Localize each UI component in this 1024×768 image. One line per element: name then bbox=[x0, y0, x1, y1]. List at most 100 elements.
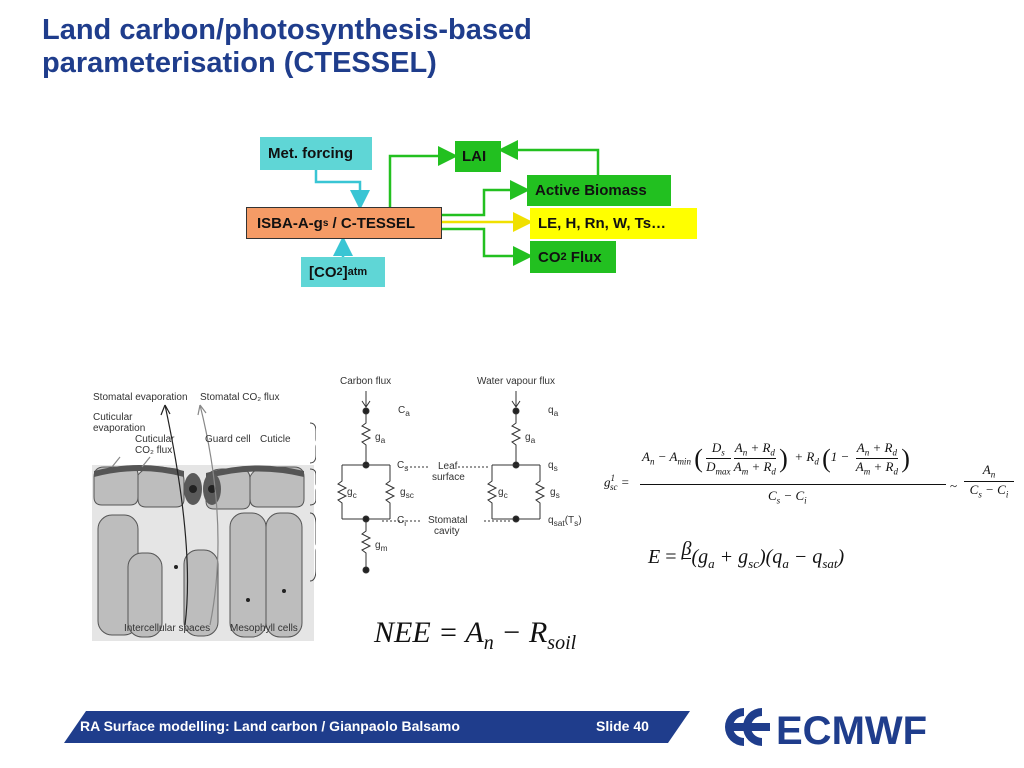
gc-left-symbol: g bbox=[347, 487, 353, 498]
anrd2-rd-sub-2: d bbox=[893, 466, 898, 477]
ds: D bbox=[711, 440, 722, 455]
ca-sub: a bbox=[405, 408, 410, 418]
gs-sub: s bbox=[555, 490, 560, 500]
anrd1-an: A bbox=[734, 440, 743, 455]
water-vapour-flux-label: Water vapour flux bbox=[477, 376, 555, 387]
leaf-surface-label-2: surface bbox=[432, 472, 465, 483]
num-an: A bbox=[642, 449, 650, 465]
co2-flux-sub: 2 bbox=[560, 251, 567, 263]
nee-eq-a: = A bbox=[430, 616, 484, 649]
ci-label: Ci bbox=[397, 515, 406, 528]
stomatal-cavity-label-1: Stomatal bbox=[428, 515, 468, 526]
ci-sub: i bbox=[404, 518, 407, 528]
anrd2-plus-rd: + R bbox=[870, 458, 894, 474]
page-title-line-1: Land carbon/photosynthesis-based bbox=[42, 14, 532, 46]
arrow-met-to-isba bbox=[314, 170, 370, 210]
co2-atm-sub2: atm bbox=[347, 266, 368, 278]
dmax-sub: max bbox=[715, 466, 731, 477]
arrow-isba-to-biomass bbox=[442, 180, 530, 217]
e-ga-sub: a bbox=[708, 556, 715, 572]
page-title-line-2: parameterisation (CTESSEL) bbox=[42, 47, 437, 79]
outputs-label: LE, H, Rn, W, Ts… bbox=[538, 215, 667, 232]
ci-symbol: C bbox=[397, 515, 405, 526]
guard-cell-label: Guard cell bbox=[205, 434, 251, 445]
gsc-lhs-symbol: g bbox=[604, 474, 611, 490]
gs-symbol: g bbox=[550, 487, 556, 498]
approx-fraction: An Cs − Ci bbox=[964, 462, 1014, 499]
co2-atm-prefix: [CO bbox=[309, 263, 337, 281]
stomatal-evaporation-label: Stomatal evaporation bbox=[93, 392, 188, 403]
e-gsc-sub: sc bbox=[748, 556, 759, 572]
gsc-symbol: g bbox=[400, 487, 406, 498]
nee-an-sub: n bbox=[483, 632, 494, 654]
anrd1-plus-rd: + R bbox=[748, 458, 772, 474]
met-forcing-box: Met. forcing bbox=[260, 137, 372, 170]
num-minus: − A bbox=[654, 449, 678, 465]
page-title: Land carbon/photosynthesis-based paramet… bbox=[42, 14, 742, 80]
anrd2-am-sub: m bbox=[863, 466, 871, 477]
num-an-sub: n bbox=[649, 456, 655, 467]
approx-an-sub: n bbox=[990, 469, 996, 480]
cuticular-evaporation-label-2: evaporation bbox=[93, 423, 146, 434]
cs-sub: s bbox=[404, 463, 409, 473]
gm-label: gm bbox=[375, 540, 388, 553]
isba-label-prefix: ISBA-A-g bbox=[257, 214, 323, 232]
e-lhs: E bbox=[648, 546, 661, 569]
co2-flux-suffix: Flux bbox=[566, 248, 602, 266]
beta-fraction: β bbox=[681, 538, 692, 577]
ecmwf-logo-text: ECMWF bbox=[776, 709, 927, 748]
e-qsat-sub: sat bbox=[822, 556, 838, 572]
gc-left-sub: c bbox=[352, 490, 357, 500]
qs-symbol: q bbox=[548, 460, 554, 471]
e-close: ) bbox=[837, 546, 845, 569]
nee-equation: NEE = An − Rsoil bbox=[374, 616, 576, 655]
co2-atm-bracket: ] bbox=[342, 263, 348, 281]
cs-symbol: C bbox=[397, 460, 405, 471]
nee-lhs: NEE bbox=[374, 616, 431, 649]
slide-number: Slide 40 bbox=[596, 718, 649, 734]
anrd2-rd-sub: d bbox=[892, 447, 897, 458]
qa-symbol: q bbox=[548, 405, 554, 416]
gm-sub: m bbox=[380, 543, 388, 553]
ga-left-sub: a bbox=[380, 435, 386, 445]
anrd2-an: A bbox=[856, 440, 865, 455]
beta: β bbox=[681, 538, 692, 560]
e-equals: = bbox=[660, 546, 682, 569]
e-minus-q: − q bbox=[788, 546, 823, 569]
anrd1-am: A bbox=[733, 458, 742, 474]
den-cs-sub: s bbox=[776, 495, 781, 506]
arrow-isba-to-co2flux bbox=[442, 227, 533, 266]
approx-cs: C bbox=[969, 481, 979, 497]
qsat-paren: (T bbox=[564, 515, 575, 526]
anrd2-am: A bbox=[855, 458, 864, 474]
gc-right-label: gc bbox=[498, 487, 508, 500]
den-cs: C bbox=[768, 488, 777, 503]
e-plus-g: + g bbox=[714, 546, 749, 569]
qs-label: qs bbox=[548, 460, 558, 473]
den-ci-sub: i bbox=[804, 495, 807, 506]
gc-right-symbol: g bbox=[498, 487, 504, 498]
anrd2-plus-r: + R bbox=[869, 440, 893, 455]
isba-label-sub: s bbox=[322, 217, 329, 229]
gsc-sub: sc bbox=[405, 490, 414, 500]
gsc-lhs-sup: 1 bbox=[610, 473, 616, 483]
ga-right-sub: a bbox=[530, 435, 536, 445]
gc-right-sub: c bbox=[503, 490, 508, 500]
qsat-ts-sub: s bbox=[574, 518, 579, 528]
resistance-circuit-diagram bbox=[336, 391, 546, 574]
den-minus-ci: − C bbox=[780, 488, 805, 503]
gs-label: gs bbox=[550, 487, 560, 500]
arrow-biomass-to-lai bbox=[498, 140, 600, 175]
approx-symbol: ~ bbox=[950, 478, 958, 493]
approx-an: A bbox=[982, 462, 991, 477]
ca-label: Ca bbox=[398, 405, 410, 418]
ga-left-symbol: g bbox=[375, 432, 381, 443]
intercellular-spaces-label: Intercellular spaces bbox=[124, 623, 211, 634]
mesophyll-cells-label: Mesophyll cells bbox=[230, 623, 298, 634]
footer-course-text: RA Surface modelling: Land carbon / Gian… bbox=[80, 718, 460, 734]
carbon-flux-label: Carbon flux bbox=[340, 376, 392, 387]
